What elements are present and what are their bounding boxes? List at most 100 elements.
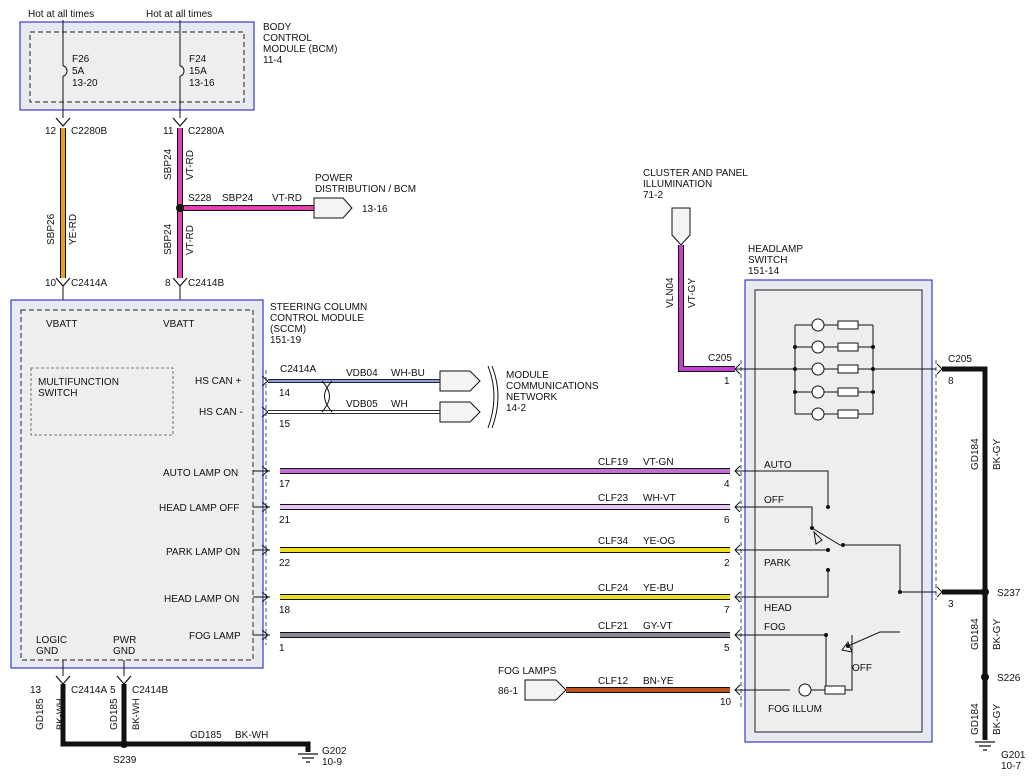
hls-park-label: PARK [764,558,791,569]
sccm-pin-stubs [253,470,270,636]
cluster-title-2: ILLUMINATION [643,179,712,190]
clf19-label: CLF19 [598,457,628,468]
hls-contact-dots [810,505,902,648]
c2414a-bottom-label: C2414A [71,685,107,696]
c2414b-bottom-pin: 5 [110,685,116,696]
clf19-pin-left: 17 [279,479,291,490]
s228-splice-dot [176,204,184,212]
clf12-label: CLF12 [598,676,628,687]
head-lamp-off-label: HEAD LAMP OFF [159,503,239,514]
bk-wh-label-h: BK-WH [235,730,268,741]
gd184-label-b: GD184 [970,618,981,650]
wh-vt-label: WH-VT [643,493,676,504]
bk-wh-label-b: BK-WH [131,698,142,730]
c2414b-bottom-connector-icon [116,675,132,685]
g201-label: G201 [1001,750,1026,761]
bcm-title-1: BODY [263,22,292,33]
can-twist-icon [321,380,333,413]
s237-splice-dot [981,588,989,596]
clf21-pin-left: 1 [279,643,285,654]
bcm-title-2: CONTROL [263,33,312,44]
f24-label: F24 [189,54,207,65]
sccm-title-1: STEERING COLUMN [270,302,367,313]
hls-inner-box [754,289,923,733]
sccm-title-3: (SCCM) [270,324,306,335]
s226-label: S226 [997,673,1021,684]
c2280b-pin: 12 [45,126,57,137]
pdb-ref: 13-16 [362,204,388,215]
can-pin-14: 14 [279,388,291,399]
right-c205-label: C205 [948,354,972,365]
c2414a-top-pin: 10 [45,278,57,289]
clf19-pin-right: 4 [724,479,730,490]
fog-lamp-label: FOG LAMP [189,631,241,642]
clf24-pin-right: 7 [724,605,730,616]
mfs-label-1: MULTIFUNCTION [38,377,119,388]
clf21-label: CLF21 [598,621,628,632]
vt-rd-label-h: VT-RD [272,193,302,204]
f26-ref: 13-20 [72,78,98,89]
c2414b-top-label: C2414B [188,278,224,289]
hls-switch-paths [760,470,829,598]
hls-head-label: HEAD [764,603,792,614]
vdb04-label: VDB04 [346,368,378,379]
cluster-title-1: CLUSTER AND PANEL [643,168,748,179]
hls-off-label: OFF [764,495,784,506]
f24-fuse-icon [179,65,185,77]
s239-label: S239 [113,755,137,766]
clf23-pin-left: 21 [279,515,291,526]
hls-internal-leads [735,470,790,691]
s228-label: S228 [188,193,212,204]
hls-fog-switch-arm [847,631,900,647]
f24-amp: 15A [189,66,207,77]
fog-illum-label: FOG ILLUM [768,704,822,715]
hls-main-switch-arrow-icon [813,530,823,545]
pdb-title-2: DISTRIBUTION / BCM [315,184,416,195]
cluster-ref: 71-2 [643,190,663,201]
c2414a-top-label: C2414A [71,278,107,289]
hls-pin-connector-icons [734,363,741,696]
clf12-pin-right: 10 [720,697,732,708]
right-pin-3: 3 [948,599,954,610]
sccm-pin-connector-icons [261,465,269,641]
clf24-label: CLF24 [598,583,628,594]
park-lamp-on-label: PARK LAMP ON [166,547,240,558]
clf24-pin-left: 18 [279,605,291,616]
clf23-label: CLF23 [598,493,628,504]
hot-label-right: Hot at all times [146,9,212,20]
wh-bu-label: WH-BU [391,368,425,379]
mcn-title-3: NETWORK [506,392,557,403]
bk-gy-label-a: BK-GY [992,439,1003,470]
mcn-ref: 14-2 [506,403,526,414]
gd185-label-h: GD185 [190,730,222,741]
c2414b-top-connector-icon [172,277,188,287]
gd184-label-a: GD184 [970,438,981,470]
clf34-label: CLF34 [598,536,628,547]
s226-splice-dot [981,673,989,681]
ye-og-label: YE-OG [643,536,675,547]
auto-lamp-on-label: AUTO LAMP ON [163,468,238,479]
bk-gy-label-b: BK-GY [992,619,1003,650]
wire-gd185 [60,684,311,752]
bcm-title-3: MODULE (BCM) [263,44,337,55]
pdb-connector-icon [313,197,353,219]
f24-ref: 13-16 [189,78,215,89]
hls-fog-label: FOG [764,622,786,633]
sbp24-label-a: SBP24 [163,148,174,180]
led-junction-dots [793,345,875,394]
vt-gy-label: VT-GY [687,278,698,308]
right-c205-connector-icon [936,363,943,375]
clf23-pin-right: 6 [724,515,730,526]
wh-label: WH [391,399,408,410]
cluster-c205-pin: 1 [724,376,730,387]
bcm-inner-box [29,31,245,103]
mcn-title-2: COMMUNICATIONS [506,381,599,392]
gd184-label-c: GD184 [970,703,981,735]
c2414b-bottom-label: C2414B [132,685,168,696]
sbp24-label-b: SBP24 [163,223,174,255]
logic-gnd-label-2: GND [36,646,58,657]
right-c205-pin: 8 [948,376,954,387]
sbp26-label: SBP26 [46,213,57,245]
ye-bu-label: YE-BU [643,583,674,594]
sccm-title-2: CONTROL MODULE [270,313,364,324]
